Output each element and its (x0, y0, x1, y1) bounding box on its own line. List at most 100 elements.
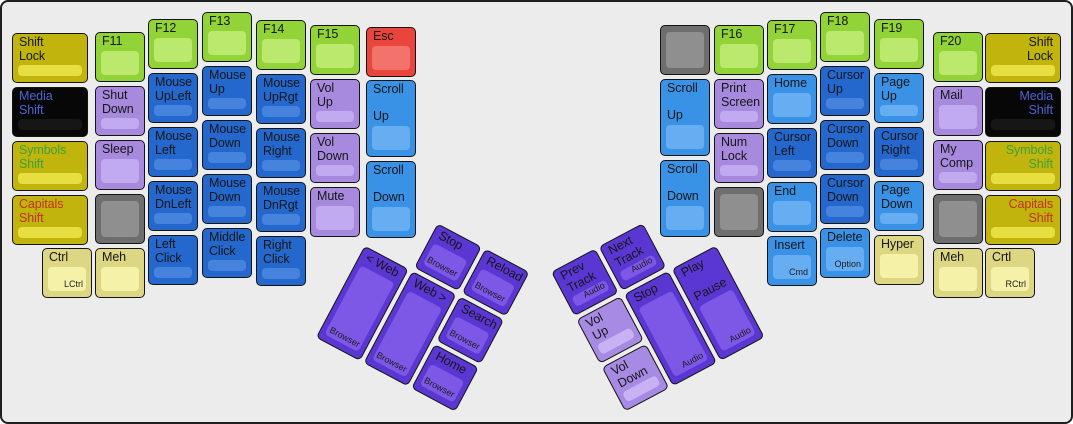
key-meh-left[interactable]: Meh (95, 248, 145, 298)
key-f12[interactable]: F12 (148, 19, 198, 69)
key-f11[interactable]: F11 (95, 32, 145, 82)
key-scroll-down-right[interactable]: Scroll Down (660, 160, 710, 237)
key-f18[interactable]: F18 (820, 12, 870, 62)
key-shift-lock-right[interactable]: Shift Lock (985, 33, 1061, 83)
key-mail[interactable]: Mail (933, 86, 983, 136)
key-cursor-down[interactable]: Cursor Down (820, 120, 870, 170)
key-shift-lock-left[interactable]: Shift Lock (12, 33, 88, 83)
keycap-top (773, 92, 811, 117)
key-blank-left-1[interactable] (95, 194, 145, 244)
key-cursor-right[interactable]: Cursor Right (874, 127, 924, 177)
key-f16[interactable]: F16 (714, 25, 764, 75)
keycap-top (101, 201, 139, 237)
keycap-top (880, 213, 918, 224)
key-mouse-dnleft[interactable]: Mouse DnLeft (148, 181, 198, 231)
key-scroll-up-left[interactable]: Scroll Up (366, 80, 416, 157)
key-media-shift-left[interactable]: Media Shift (12, 87, 88, 137)
key-right-click[interactable]: Right Click (256, 236, 306, 286)
keycap-top (939, 50, 977, 75)
key-label: Shift Lock (19, 35, 46, 63)
keycap-top (939, 201, 977, 237)
key-mute[interactable]: Mute (310, 187, 360, 237)
key-middle-click[interactable]: Middle Click (202, 228, 252, 278)
key-media-shift-right[interactable]: Media Shift (985, 87, 1061, 137)
key-label: Esc (373, 29, 394, 43)
key-label: Home (774, 76, 807, 90)
key-esc[interactable]: Esc (366, 27, 416, 77)
key-blank-right-1[interactable] (660, 25, 710, 75)
key-vol-up-left[interactable]: Vol Up (310, 79, 360, 129)
key-mouse-down-2[interactable]: Mouse Down (202, 174, 252, 224)
key-mouse-right[interactable]: Mouse Right (256, 128, 306, 178)
key-f15[interactable]: F15 (310, 25, 360, 75)
key-page-down[interactable]: Page Down (874, 181, 924, 231)
key-label: Media Shift (1019, 89, 1053, 117)
key-label: F18 (827, 14, 849, 28)
key-label: Right Click (263, 238, 292, 266)
key-scroll-down-left[interactable]: Scroll Down (366, 161, 416, 238)
key-my-comp[interactable]: My Comp (933, 140, 983, 190)
keycap-top (316, 205, 354, 230)
key-meh-right[interactable]: Meh (933, 248, 983, 298)
key-f19[interactable]: F19 (874, 19, 924, 69)
key-vol-down-left[interactable]: Vol Down (310, 133, 360, 183)
key-f17[interactable]: F17 (767, 20, 817, 70)
key-mouse-down[interactable]: Mouse Down (202, 120, 252, 170)
key-left-click[interactable]: Left Click (148, 235, 198, 285)
keycap-top (208, 152, 246, 163)
key-mouse-left[interactable]: Mouse Left (148, 127, 198, 177)
key-mouse-dnrgt[interactable]: Mouse DnRgt (256, 182, 306, 232)
key-f14[interactable]: F14 (256, 20, 306, 70)
key-label: Meh (940, 250, 965, 264)
keycap-top (18, 173, 82, 184)
keycap-top (880, 37, 918, 62)
key-scroll-up-right[interactable]: Scroll Up (660, 79, 710, 156)
key-num-lock[interactable]: Num Lock (714, 133, 764, 183)
keycap-top (880, 159, 918, 170)
key-f13[interactable]: F13 (202, 12, 252, 62)
key-end[interactable]: End (767, 182, 817, 232)
key-home[interactable]: Home (767, 74, 817, 124)
key-symbols-shift-left[interactable]: Symbols Shift (12, 141, 88, 191)
key-sublabel: Option (834, 259, 861, 269)
key-blank-right-2[interactable] (714, 187, 764, 237)
key-page-up[interactable]: Page Up (874, 73, 924, 123)
key-label: Cursor Left (774, 130, 811, 158)
key-label: Ctrl (49, 250, 69, 264)
keycap-top (773, 254, 811, 279)
key-sublabel: LCtrl (63, 279, 83, 289)
keycap-top (991, 173, 1055, 184)
key-label: Vol Down (317, 135, 349, 163)
key-blank-right-3[interactable] (933, 194, 983, 244)
key-f20[interactable]: F20 (933, 32, 983, 82)
keycap-top (720, 111, 758, 122)
key-cursor-up[interactable]: Cursor Up (820, 66, 870, 116)
key-label: Insert (774, 238, 805, 252)
key-mouse-upleft[interactable]: Mouse UpLeft (148, 73, 198, 123)
key-cursor-left[interactable]: Cursor Left (767, 128, 817, 178)
key-label: Shift Lock (1026, 35, 1053, 63)
keycap-top (101, 158, 139, 183)
keycap-top (208, 260, 246, 271)
key-label: Mouse UpRgt (263, 76, 301, 104)
key-mouse-up[interactable]: Mouse Up (202, 66, 252, 116)
key-mouse-uprgt[interactable]: Mouse UpRgt (256, 74, 306, 124)
key-capitals-shift-left[interactable]: Capitals Shift (12, 195, 88, 245)
key-cursor-down-2[interactable]: Cursor Down (820, 174, 870, 224)
keycap-top (773, 200, 811, 225)
keycap-top (991, 65, 1055, 76)
key-capitals-shift-right[interactable]: Capitals Shift (985, 195, 1061, 245)
key-label: Mouse Down (209, 122, 247, 150)
key-shut-down[interactable]: Shut Down (95, 86, 145, 136)
key-hyper[interactable]: Hyper (874, 235, 924, 285)
key-sleep[interactable]: Sleep (95, 140, 145, 190)
key-symbols-shift-right[interactable]: Symbols Shift (985, 141, 1061, 191)
key-print-screen[interactable]: Print Screen (714, 79, 764, 129)
keycap-top (262, 106, 300, 117)
keycap-top (208, 30, 246, 55)
key-label: Cursor Down (827, 176, 864, 204)
